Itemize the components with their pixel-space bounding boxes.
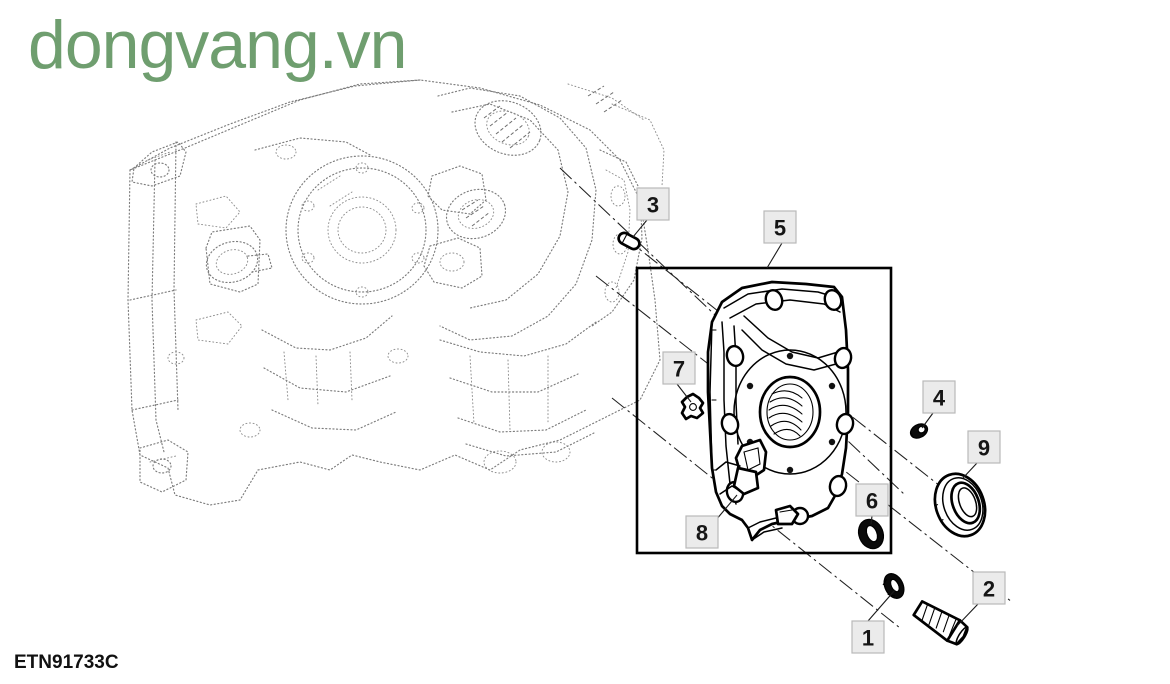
part-cap-screw-bolt	[912, 600, 969, 646]
part-plug	[909, 423, 929, 439]
part-washer	[882, 573, 905, 599]
callout-label-3: 3	[647, 193, 659, 218]
engine-block-phantom-group	[127, 79, 665, 506]
leader-5	[766, 242, 783, 269]
callout-label-6: 6	[866, 489, 878, 514]
callout-box-4[interactable]: 4	[922, 380, 956, 414]
callout-label-8: 8	[696, 521, 708, 546]
callout-label-1: 1	[862, 626, 874, 651]
drawing-code-label: ETN91733C	[14, 652, 119, 673]
leader-4	[921, 412, 934, 429]
leader-8	[715, 494, 738, 521]
callout-box-6[interactable]: 6	[855, 483, 889, 517]
site-watermark: dongvang.vn	[28, 7, 406, 83]
bore-machined-hatching	[768, 390, 803, 437]
part-small-seal-ring	[857, 518, 885, 550]
callout-box-8[interactable]: 8	[685, 515, 719, 549]
callout-label-2: 2	[983, 577, 995, 602]
callout-leader-lines	[632, 219, 979, 627]
callout-label-4: 4	[933, 386, 946, 411]
callout-box-7[interactable]: 7	[662, 351, 696, 385]
leader-7	[676, 383, 692, 403]
leader-1	[867, 589, 896, 622]
callout-box-9[interactable]: 9	[967, 430, 1001, 464]
centerline-mid	[595, 275, 1013, 603]
callout-boxes-group: 1 2 3 4 5 6 7	[636, 187, 1006, 654]
cover-bolt-holes	[720, 288, 855, 526]
callout-box-1[interactable]: 1	[851, 620, 885, 654]
leader-3	[632, 219, 648, 238]
callout-box-2[interactable]: 2	[972, 571, 1006, 605]
leader-6	[870, 515, 873, 525]
callout-box-3[interactable]: 3	[636, 187, 670, 221]
part-retainer-clip	[680, 392, 705, 421]
part-dowel-pin	[617, 231, 641, 251]
callout-label-5: 5	[774, 216, 786, 241]
centerline-lower	[611, 397, 901, 629]
callout-box-5[interactable]: 5	[763, 210, 797, 244]
part-crankshaft-front-oil-seal	[933, 472, 987, 538]
main-assembly-highlight-frame	[635, 266, 893, 555]
callout-label-7: 7	[673, 357, 685, 382]
callout-label-9: 9	[978, 436, 990, 461]
part-timing-gear-cover	[706, 280, 855, 542]
leader-2	[956, 603, 979, 627]
leader-9	[962, 462, 978, 479]
